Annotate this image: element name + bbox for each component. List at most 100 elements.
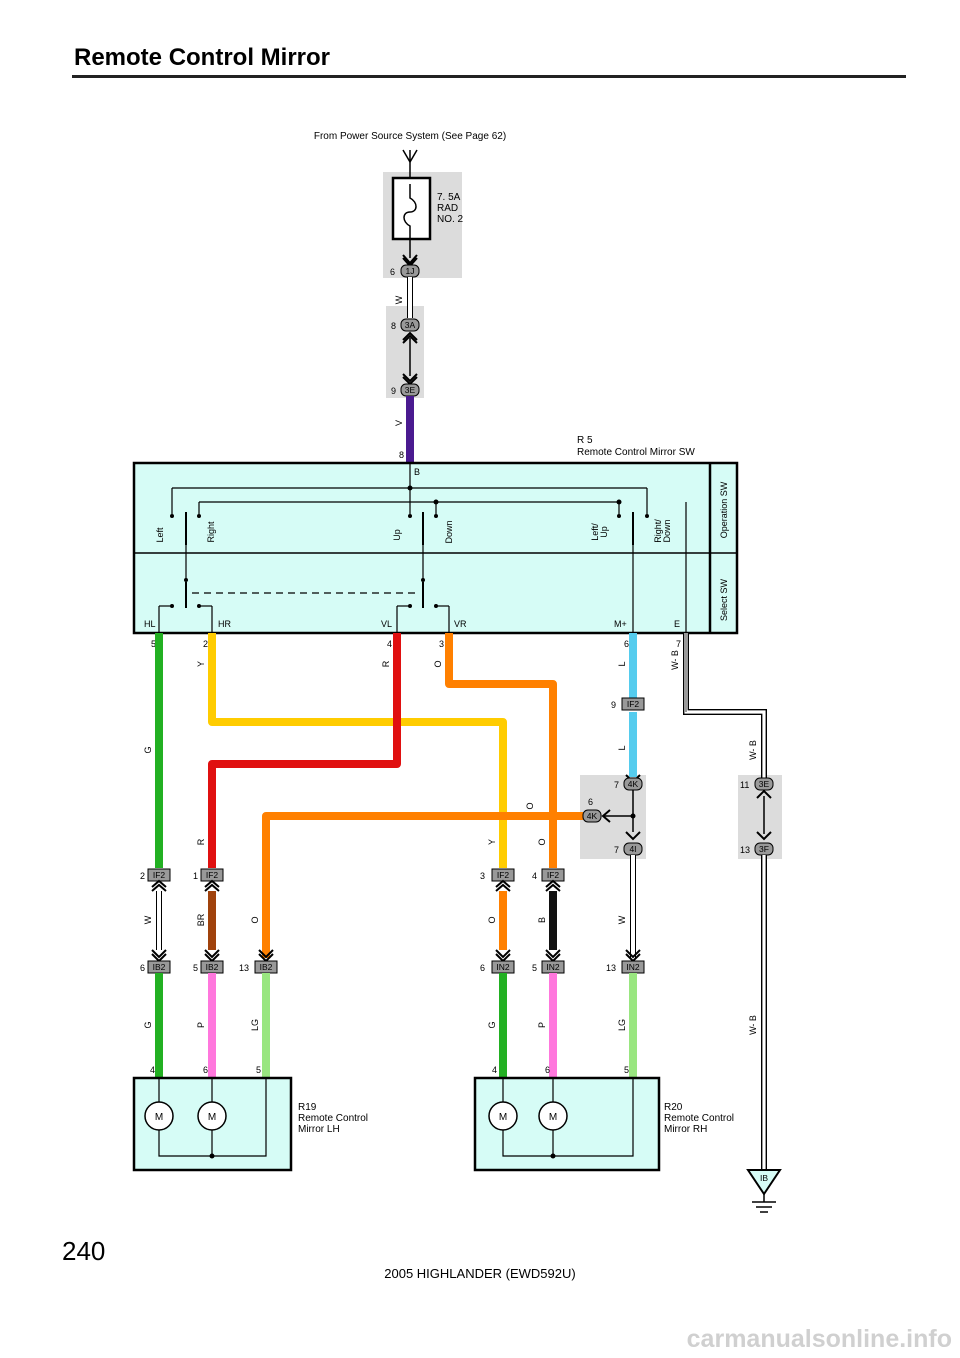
fuse-box: [391, 176, 432, 241]
connector-ib2-6-name: IB2: [153, 962, 166, 972]
term-e: E: [674, 619, 680, 629]
mirror-lh-node: [209, 1153, 215, 1159]
op-label-rightdown-2: Down: [662, 519, 672, 542]
op-label-leftup-1: Left/: [590, 523, 600, 541]
connector-1j-name: 1J: [406, 266, 415, 276]
wire-label-lg-lh: LG: [250, 1019, 260, 1031]
bus-node-down: [433, 499, 439, 505]
contact-left: [170, 514, 174, 518]
mirror-lh-pin-2: 6: [203, 1065, 208, 1075]
connector-if2-4-name: IF2: [547, 870, 560, 880]
wire-label-l2: L: [617, 745, 627, 750]
mirror-lh-id: R19: [298, 1102, 317, 1113]
fuse-rating: 7. 5A: [437, 192, 461, 203]
connector-if2-2-pin: 2: [140, 871, 145, 881]
switch-name: Remote Control Mirror SW: [577, 447, 695, 458]
source-arrow-head: [402, 149, 418, 164]
junction-4k-node: [630, 813, 636, 819]
ground-label: IB: [760, 1173, 768, 1183]
bus-node-leftup: [616, 499, 622, 505]
select-contact-lr: [184, 578, 188, 582]
wire-label-o-lh: O: [250, 916, 260, 923]
mirror-rh-line2: Mirror RH: [664, 1124, 707, 1135]
chevron-in2-5: [545, 949, 561, 963]
mirror-rh-common: [502, 1078, 634, 1157]
connector-4k-6-chevron: [601, 809, 611, 823]
mirror-rh-motor-1-label: M: [499, 1112, 507, 1123]
mirror-rh-id: R20: [664, 1102, 683, 1113]
connector-if2-4-pin: 4: [532, 871, 537, 881]
wire-label-p-rh: P: [537, 1022, 547, 1028]
connector-3a-pin: 8: [391, 321, 396, 331]
mirror-lh-line2: Mirror LH: [298, 1124, 340, 1135]
term-vr: VR: [454, 619, 467, 629]
connector-in2-13-pin: 13: [606, 963, 616, 973]
connector-4k-6-pin: 6: [588, 797, 593, 807]
chevron-if2-1: [204, 879, 220, 892]
op-label-right: Right: [206, 521, 216, 543]
wire-r-vl: [208, 633, 401, 868]
wire-label-w-top: W: [394, 295, 404, 304]
footer-watermark: carmanualsonline.info: [686, 1325, 952, 1353]
connector-3a-name: 3A: [405, 320, 416, 330]
title-rule: [72, 75, 906, 78]
chevron-ib2-5: [204, 949, 220, 963]
contact-leftup: [617, 514, 621, 518]
pin-e: 7: [676, 639, 681, 649]
connector-if2-1-pin: 1: [193, 871, 198, 881]
op-label-up: Up: [392, 529, 402, 541]
wire-label-hl: G: [143, 746, 153, 753]
connector-in2-13-name: IN2: [626, 962, 640, 972]
wire-label-g-rh: G: [487, 1021, 497, 1028]
mirror-lh-pin-1: 4: [150, 1065, 155, 1075]
chevron-if2-2: [151, 879, 167, 892]
wire-label-wb-right: W- B: [748, 740, 758, 760]
contact-up: [408, 514, 412, 518]
wire-label-wb-low: W- B: [748, 1015, 758, 1035]
mirror-rh-pin-3: 5: [624, 1065, 629, 1075]
wire-label-w-lh: W: [143, 915, 153, 924]
operation-sw-label: Operation SW: [719, 481, 729, 538]
op-label-left: Left: [155, 527, 165, 543]
connector-4k-7-name: 4K: [628, 779, 639, 789]
mirror-rh-pin-2: 6: [545, 1065, 550, 1075]
connector-in2-6-pin: 6: [480, 963, 485, 973]
wire-y-hr: [208, 633, 507, 868]
wire-label-b3: B: [537, 917, 547, 923]
connector-in2-5-name: IN2: [546, 962, 560, 972]
wire-label-lg-rh: LG: [617, 1019, 627, 1031]
connector-3e-11-chevron: [756, 789, 772, 799]
wire-o-vr: [445, 633, 557, 868]
ground-triangle: [746, 1169, 782, 1196]
fuse-element: [403, 184, 417, 239]
connector-if2-9-badge: [621, 697, 645, 711]
connector-4k-6-badge: [582, 809, 602, 823]
term-hr: HR: [218, 619, 231, 629]
connector-3e-11-name: 3E: [759, 779, 770, 789]
connector-1j-pin: 6: [390, 267, 395, 277]
connector-4i-chevron: [625, 831, 641, 841]
mirror-lh-motor-1-label: M: [155, 1112, 163, 1123]
mirror-lh-motor-2-label: M: [208, 1112, 216, 1123]
term-mp: M+: [614, 619, 627, 629]
connector-ib2-5-pin: 5: [193, 963, 198, 973]
connector-4k-6-name: 4K: [587, 811, 598, 821]
connector-3f-name: 3F: [759, 844, 769, 854]
footer-model: 2005 HIGHLANDER (EWD592U): [384, 1266, 576, 1281]
mirror-lh-line1: Remote Control: [298, 1113, 368, 1124]
wire-label-g-lh: G: [143, 1021, 153, 1028]
wire-label-o-mid: O: [525, 802, 535, 809]
op-label-rightdown-1: Right/: [653, 519, 663, 543]
pin-vr: 3: [439, 639, 444, 649]
connector-3f-chevron: [756, 831, 772, 841]
wire-label-o3: O: [487, 916, 497, 923]
chevron-if2-3: [495, 879, 511, 892]
mirror-rh-motor-2-label: M: [549, 1112, 557, 1123]
chevron-if2-4: [545, 879, 561, 892]
wire-label-p-lh: P: [196, 1022, 206, 1028]
pin-vl: 4: [387, 639, 392, 649]
fuse-name-2: NO. 2: [437, 214, 464, 225]
connector-3e-11-pin: 11: [740, 780, 749, 790]
wire-label-y2: Y: [487, 839, 497, 845]
